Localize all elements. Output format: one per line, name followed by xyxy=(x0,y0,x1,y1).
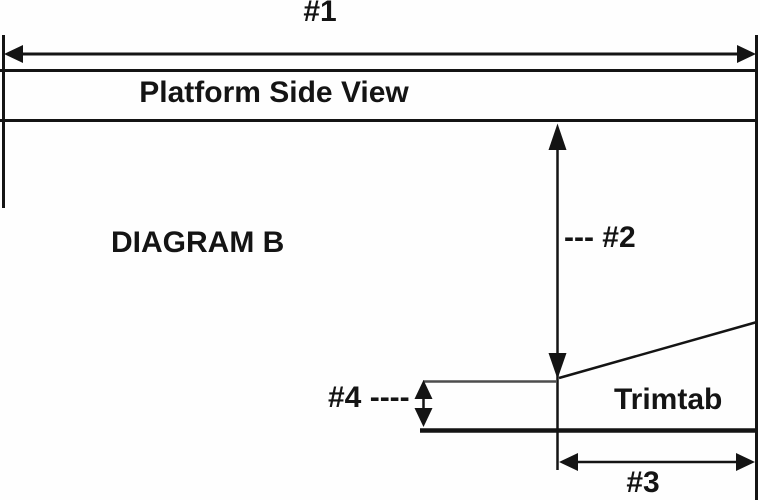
dimension-4-arrowhead-up xyxy=(414,380,433,399)
dimension-4-arrowhead-down xyxy=(414,408,433,427)
dimension-2-arrowhead-up xyxy=(548,123,567,150)
dimension-1-arrowhead-right xyxy=(737,45,756,63)
dimension-3-arrowhead-left xyxy=(559,453,578,471)
dimension-2-arrowhead-down xyxy=(548,353,567,379)
dimension-1-label: #1 xyxy=(303,0,337,28)
trimtab-slant-edge xyxy=(558,320,758,380)
platform-side-view-label: Platform Side View xyxy=(139,76,409,109)
diagram-title: DIAGRAM B xyxy=(111,226,285,259)
dimension-1-arrowhead-left xyxy=(4,45,23,63)
dimension-4-label: #4 ---- xyxy=(328,381,410,414)
dimension-2-label: --- #2 xyxy=(564,221,636,254)
dimension-3-arrowhead-right xyxy=(736,453,755,471)
trimtab-label: Trimtab xyxy=(614,383,723,416)
dimension-3-label: #3 xyxy=(626,466,660,499)
